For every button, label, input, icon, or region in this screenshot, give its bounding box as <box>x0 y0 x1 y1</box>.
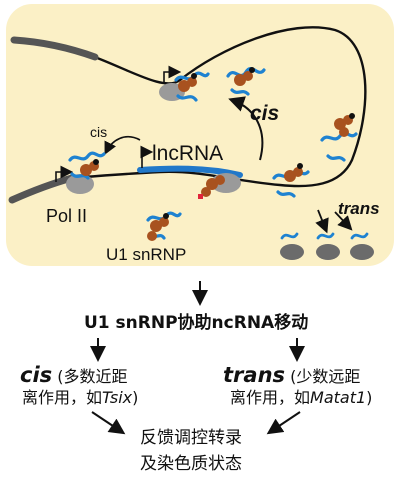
label-cis-small: cis <box>90 124 108 140</box>
cis-subline: 离作用，如Tsix) <box>22 390 138 406</box>
promoter-arrow-lnc <box>140 145 154 168</box>
trans-word: trans <box>223 363 286 387</box>
main-title: U1 snRNP协助ncRNA移动 <box>84 313 309 333</box>
cis-travel-arrow <box>228 96 264 161</box>
cis-line2-a: 离作用，如 <box>22 388 103 407</box>
lncrna-transcript-bar <box>137 165 243 178</box>
chromatin-fiber <box>69 26 367 188</box>
trans-line2-a: 离作用，如 <box>230 388 311 407</box>
rna-complex-trans-group <box>280 232 369 240</box>
label-cis-bold: cis <box>250 102 280 125</box>
snrnp-particles <box>80 71 353 241</box>
feedback-line-1: 反馈调控转录 <box>140 428 242 448</box>
label-pol2: Pol II <box>46 206 88 226</box>
label-lncrna: lncRNA <box>152 142 224 165</box>
cis-paren: (多数近距 <box>52 367 128 386</box>
trans-arrow-1 <box>315 209 329 234</box>
arrow-cis-to-feedback <box>91 411 126 435</box>
arrow-trans-to-feedback <box>266 411 301 435</box>
label-u1-snrnp: U1 snRNP <box>106 245 187 264</box>
cis-example: Tsix <box>102 388 133 407</box>
red-tag <box>198 194 203 199</box>
dna-end-top <box>10 36 99 61</box>
trans-heading: trans (少数远距 <box>223 365 360 386</box>
cis-heading: cis (多数近距 <box>20 365 128 386</box>
feedback-line-2: 及染色质状态 <box>140 454 242 474</box>
trans-arrow-2 <box>334 211 353 231</box>
dna-end-left <box>8 174 76 204</box>
cis-line2-b: ) <box>132 388 139 407</box>
cis-word: cis <box>20 363 53 387</box>
pol2-dots <box>93 67 355 219</box>
label-trans: trans <box>338 199 380 218</box>
rna-complex-right <box>320 131 358 162</box>
trans-paren: (少数远距 <box>285 367 361 386</box>
trans-gray-blobs <box>280 244 374 260</box>
trans-example: Matat1 <box>310 388 367 407</box>
trans-line2-b: ) <box>366 388 373 407</box>
trans-subline: 离作用，如Matat1) <box>230 390 372 406</box>
promoter-arrow-left <box>55 165 74 182</box>
promoter-arrow-top <box>163 65 182 82</box>
rna-complex-left <box>68 151 106 180</box>
cis-curved-arrow <box>104 136 141 155</box>
